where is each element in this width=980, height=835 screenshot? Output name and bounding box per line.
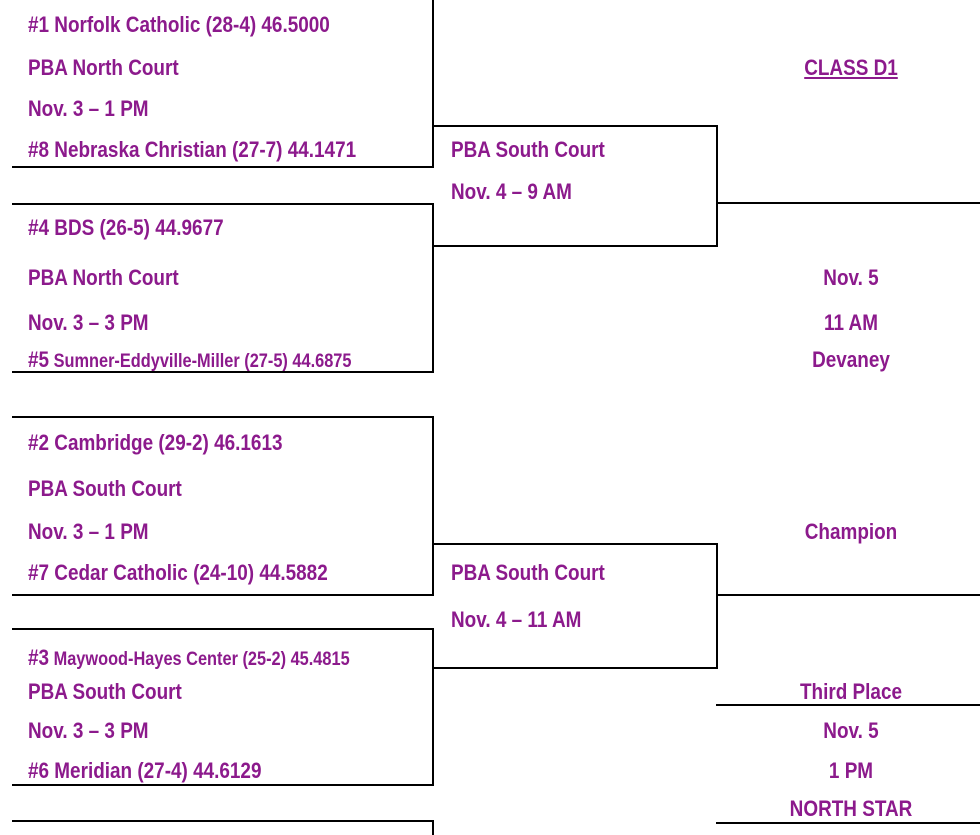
final-top-line: [716, 202, 980, 204]
g4-right-line: [432, 628, 434, 786]
semifinal-site: PBA South Court: [451, 560, 605, 585]
team-top: #2 Cambridge (29-2) 46.1613: [28, 430, 283, 455]
final-bottom-line: [716, 594, 980, 596]
third-bottom-line: [716, 822, 980, 824]
final-date: Nov. 5: [823, 265, 879, 290]
team-bottom: #7 Cedar Catholic (24-10) 44.5882: [28, 560, 328, 585]
team-top: #4 BDS (26-5) 44.9677: [28, 215, 224, 240]
sf2-top-line: [432, 543, 718, 545]
g2-bottom-line: [12, 371, 434, 373]
g2-top-line: [12, 203, 434, 205]
team-name: Sumner-Eddyville-Miller (27-5) 44.6875: [53, 351, 352, 372]
team-bottom: #5 Sumner-Eddyville-Miller (27-5) 44.687…: [28, 346, 351, 376]
g3-right-line: [432, 416, 434, 596]
g2-right-line: [432, 203, 434, 373]
champion-label: Champion: [804, 519, 898, 544]
game-time: Nov. 3 – 1 PM: [28, 519, 149, 544]
semifinal-site: PBA South Court: [451, 137, 605, 162]
team-seed: #3: [28, 645, 50, 670]
team-bottom: #8 Nebraska Christian (27-7) 44.1471: [28, 137, 357, 162]
g1-bottom-line: [12, 166, 434, 168]
semifinal-time: Nov. 4 – 9 AM: [451, 179, 572, 204]
third-place-date: Nov. 5: [823, 718, 879, 743]
g5-right-line: [432, 820, 434, 835]
final-venue: Devaney: [812, 347, 890, 372]
sf2-bottom-line: [432, 667, 718, 669]
game-site: PBA South Court: [28, 679, 182, 704]
game-site: PBA South Court: [28, 476, 182, 501]
g4-top-line: [12, 628, 434, 630]
game-time: Nov. 3 – 3 PM: [28, 310, 149, 335]
sf1-top-line: [432, 125, 718, 127]
third-top-line: [716, 704, 980, 706]
game-time: Nov. 3 – 3 PM: [28, 718, 149, 743]
g3-bottom-line: [12, 594, 434, 596]
bracket-title: CLASS D1: [804, 55, 898, 80]
team-top: #3 Maywood-Hayes Center (25-2) 45.4815: [28, 644, 350, 674]
sf1-right-line: [716, 125, 718, 247]
sf2-right-line: [716, 543, 718, 669]
team-seed: #5: [28, 347, 50, 372]
third-place-label: Third Place: [800, 679, 902, 704]
third-place-venue: NORTH STAR: [789, 796, 913, 821]
sf1-bottom-line: [432, 245, 718, 247]
team-top: #1 Norfolk Catholic (28-4) 46.5000: [28, 12, 330, 37]
g5-top-line: [12, 820, 434, 822]
team-bottom: #6 Meridian (27-4) 44.6129: [28, 758, 262, 783]
semifinal-time: Nov. 4 – 11 AM: [451, 607, 582, 632]
game-time: Nov. 3 – 1 PM: [28, 96, 149, 121]
team-name: Maywood-Hayes Center (25-2) 45.4815: [53, 649, 350, 670]
game-site: PBA North Court: [28, 265, 179, 290]
g4-bottom-line: [12, 784, 434, 786]
third-place-time: 1 PM: [828, 758, 874, 783]
game-site: PBA North Court: [28, 55, 179, 80]
final-time: 11 AM: [824, 310, 878, 335]
g3-top-line: [12, 416, 434, 418]
g1-right-line: [432, 0, 434, 168]
